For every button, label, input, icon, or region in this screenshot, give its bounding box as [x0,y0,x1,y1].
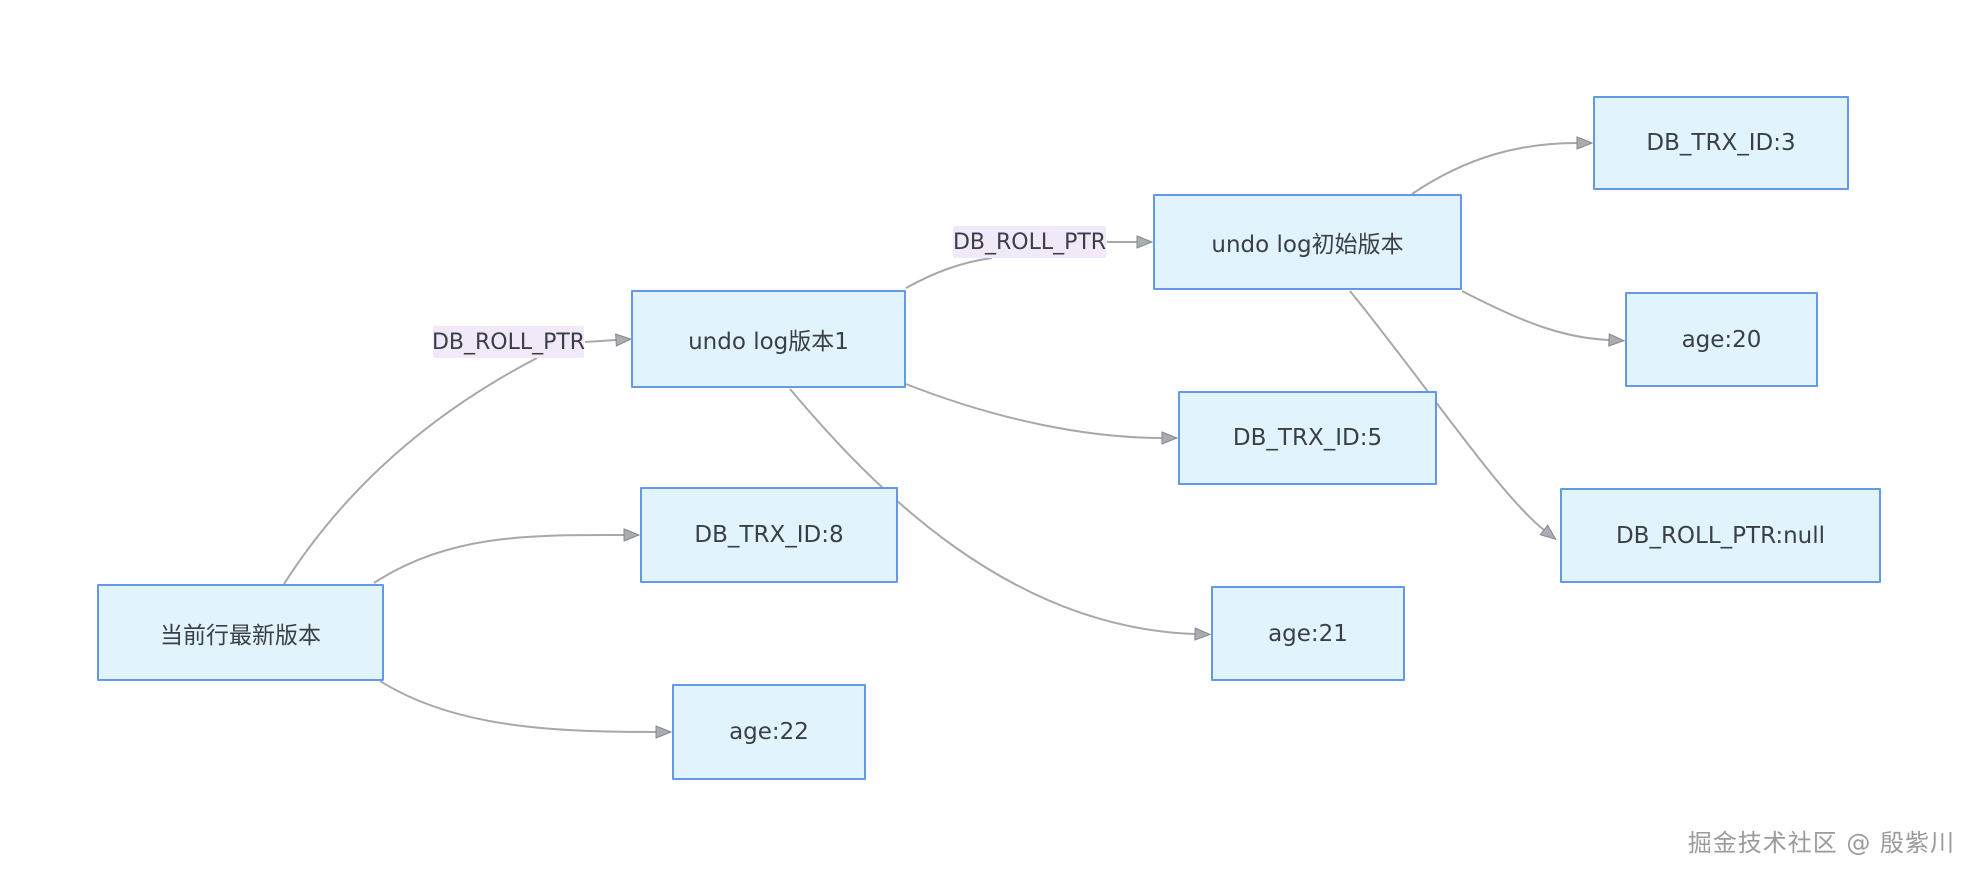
edge-current-to-trx8 [373,528,641,584]
watermark-text: 掘金技术社区 @ 殷紫川 [1687,829,1955,857]
node-db-roll-ptr-null: DB_ROLL_PTR:null [1560,488,1881,583]
edge-undo-v0-to-rollptr-null [1349,290,1557,541]
edge-current-to-age22 [379,680,673,739]
node-db-trx-id-8: DB_TRX_ID:8 [640,487,898,583]
edge-undo-v1-to-ptr2 [905,257,993,289]
node-db-trx-id-3: DB_TRX_ID:3 [1593,96,1849,190]
node-age-22: age:22 [672,684,866,780]
pointer-label-db-roll-ptr-1: DB_ROLL_PTR [432,326,585,358]
pointer-label-db-roll-ptr-2: DB_ROLL_PTR [953,226,1106,258]
node-age-20: age:20 [1625,292,1818,387]
edge-current-to-ptr1 [283,357,538,585]
node-current-row-latest-version: 当前行最新版本 [97,584,384,681]
edge-undo-v0-to-age20 [1461,290,1626,347]
edge-undo-v1-to-age21 [789,388,1212,641]
node-undo-log-version-1: undo log版本1 [631,290,906,388]
node-age-21: age:21 [1211,586,1405,681]
node-db-trx-id-5: DB_TRX_ID:5 [1178,391,1437,485]
edge-ptr1-to-undo-v1 [584,333,633,347]
edge-undo-v1-to-trx5 [905,383,1179,445]
node-undo-log-initial-version: undo log初始版本 [1153,194,1462,290]
edge-undo-v0-to-trx3 [1411,136,1594,195]
